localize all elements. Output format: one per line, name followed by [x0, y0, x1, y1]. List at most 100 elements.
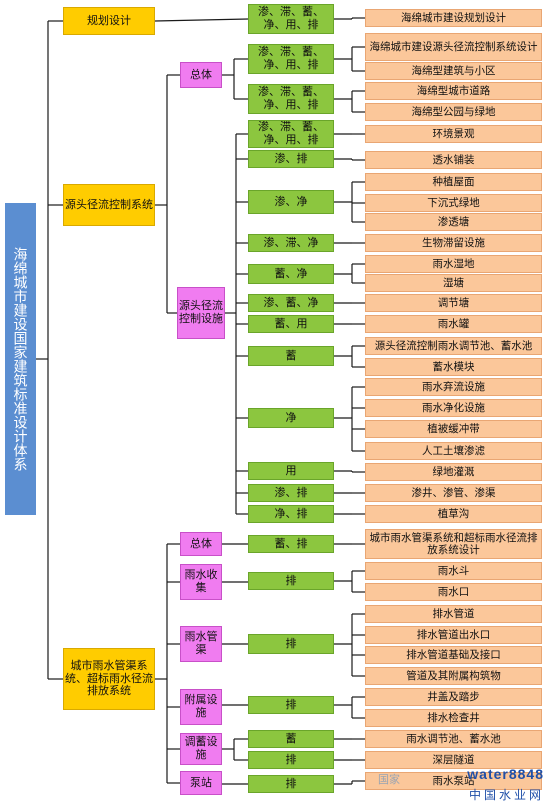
watermark-prefix: 国家 — [378, 774, 400, 786]
function-node: 渗、净 — [248, 190, 334, 214]
item-node: 管道及其附属构筑物 — [365, 667, 542, 685]
item-node: 雨水弃流设施 — [365, 378, 542, 396]
function-label: 排 — [285, 698, 297, 711]
function-node: 排 — [248, 572, 334, 590]
function-label: 渗、滞、净 — [263, 236, 319, 249]
item-node: 人工土壤渗滤 — [365, 442, 542, 460]
item-label: 海绵型公园与绿地 — [411, 105, 496, 118]
level2-label: 调蓄设施 — [184, 736, 218, 761]
item-node: 透水铺装 — [365, 151, 542, 169]
item-label: 雨水口 — [437, 585, 470, 598]
item-node: 源头径流控制雨水调节池、蓄水池 — [365, 337, 542, 355]
item-label: 海绵型建筑与小区 — [411, 64, 496, 77]
item-label: 环境景观 — [432, 127, 475, 140]
function-label: 蓄、用 — [274, 317, 308, 330]
function-label: 排 — [285, 777, 297, 790]
item-node: 排水管道基础及接口 — [365, 646, 542, 664]
function-node: 蓄 — [248, 730, 334, 748]
item-node: 海绵型建筑与小区 — [365, 62, 542, 80]
item-label: 种植屋面 — [432, 175, 475, 188]
function-node: 渗、蓄、净 — [248, 294, 334, 312]
item-label: 渗井、渗管、渗渠 — [411, 486, 496, 499]
level2-label: 总体 — [190, 537, 212, 550]
level1-label: 源头径流控制系统 — [65, 198, 153, 211]
item-node: 蓄水模块 — [365, 358, 542, 376]
function-node: 排 — [248, 751, 334, 769]
level1-label: 规划设计 — [87, 14, 131, 27]
item-node: 排水管道出水口 — [365, 626, 542, 644]
level2-label: 雨水管渠 — [184, 631, 218, 656]
item-node: 植草沟 — [365, 505, 542, 523]
item-label: 排水检查井 — [427, 711, 480, 724]
item-label: 排水管道出水口 — [416, 628, 491, 641]
item-label: 调节塘 — [437, 296, 470, 309]
item-label: 渗透塘 — [437, 215, 470, 228]
level2-label: 泵站 — [190, 776, 212, 789]
item-label: 源头径流控制雨水调节池、蓄水池 — [374, 339, 533, 352]
item-node: 海绵型城市道路 — [365, 82, 542, 100]
item-node: 井盖及踏步 — [365, 688, 542, 706]
function-node: 排 — [248, 634, 334, 654]
function-label: 蓄、净 — [274, 267, 308, 280]
level2-node: 雨水收集 — [180, 564, 222, 600]
function-label: 渗、净 — [274, 195, 308, 208]
item-label: 绿地灌溉 — [432, 465, 475, 478]
item-label: 雨水湿地 — [432, 257, 475, 270]
function-label: 排 — [285, 637, 297, 650]
item-node: 海绵型公园与绿地 — [365, 103, 542, 121]
item-node: 雨水罐 — [365, 315, 542, 333]
function-node: 渗、滞、蓄、净、用、排 — [248, 120, 334, 148]
level1-node: 规划设计 — [63, 7, 155, 35]
function-node: 蓄、排 — [248, 535, 334, 553]
function-label: 渗、蓄、净 — [263, 296, 319, 309]
item-label: 管道及其附属构筑物 — [406, 669, 501, 682]
function-label: 排 — [285, 574, 297, 587]
item-node: 湿塘 — [365, 274, 542, 292]
function-node: 渗、排 — [248, 484, 334, 502]
item-node: 雨水斗 — [365, 562, 542, 580]
function-label: 蓄 — [285, 732, 297, 745]
item-label: 深层隧道 — [432, 753, 475, 766]
function-node: 净、排 — [248, 505, 334, 523]
item-node: 城市雨水管渠系统和超标雨水径流排放系统设计 — [365, 529, 542, 559]
watermark-brand: water8848 — [467, 766, 544, 782]
item-label: 雨水弃流设施 — [422, 380, 485, 393]
item-label: 雨水斗 — [437, 564, 470, 577]
function-label: 渗、滞、蓄、净、用、排 — [258, 121, 324, 146]
function-label: 蓄、排 — [274, 537, 308, 550]
function-label: 蓄 — [285, 349, 297, 362]
item-node: 深层隧道 — [365, 751, 542, 769]
level1-label: 城市雨水管渠系统、超标雨水径流排放系统 — [65, 660, 153, 698]
item-label: 透水铺装 — [432, 153, 475, 166]
item-label: 城市雨水管渠系统和超标雨水径流排放系统设计 — [369, 531, 538, 556]
level1-node: 源头径流控制系统 — [63, 184, 155, 226]
function-label: 渗、排 — [274, 152, 308, 165]
item-label: 人工土壤渗滤 — [422, 444, 485, 457]
function-node: 渗、滞、蓄、净、用、排 — [248, 4, 334, 34]
function-node: 渗、滞、蓄、净、用、排 — [248, 44, 334, 74]
level2-label: 附属设施 — [184, 694, 218, 719]
item-node: 调节塘 — [365, 294, 542, 312]
item-label: 海绵城市建设源头径流控制系统设计 — [369, 40, 538, 53]
item-node: 雨水泵站 — [365, 772, 542, 790]
item-label: 雨水调节池、蓄水池 — [406, 732, 501, 745]
function-label: 用 — [285, 464, 297, 477]
item-node: 雨水湿地 — [365, 255, 542, 273]
level1-node: 城市雨水管渠系统、超标雨水径流排放系统 — [63, 648, 155, 710]
level2-node: 附属设施 — [180, 689, 222, 725]
item-node: 下沉式绿地 — [365, 194, 542, 212]
function-label: 排 — [285, 753, 297, 766]
item-node: 雨水口 — [365, 583, 542, 601]
item-label: 蓄水模块 — [432, 360, 475, 373]
item-label: 下沉式绿地 — [427, 196, 480, 209]
item-label: 海绵城市建设规划设计 — [401, 11, 506, 24]
level2-node: 泵站 — [180, 771, 222, 795]
item-node: 排水检查井 — [365, 709, 542, 727]
root-node: 海绵城市建设国家建筑标准设计体系 — [5, 203, 36, 515]
level2-label: 雨水收集 — [184, 569, 218, 594]
item-label: 雨水净化设施 — [422, 401, 485, 414]
item-node: 雨水调节池、蓄水池 — [365, 730, 542, 748]
connector-line — [154, 18, 249, 22]
item-node: 渗透塘 — [365, 213, 542, 231]
